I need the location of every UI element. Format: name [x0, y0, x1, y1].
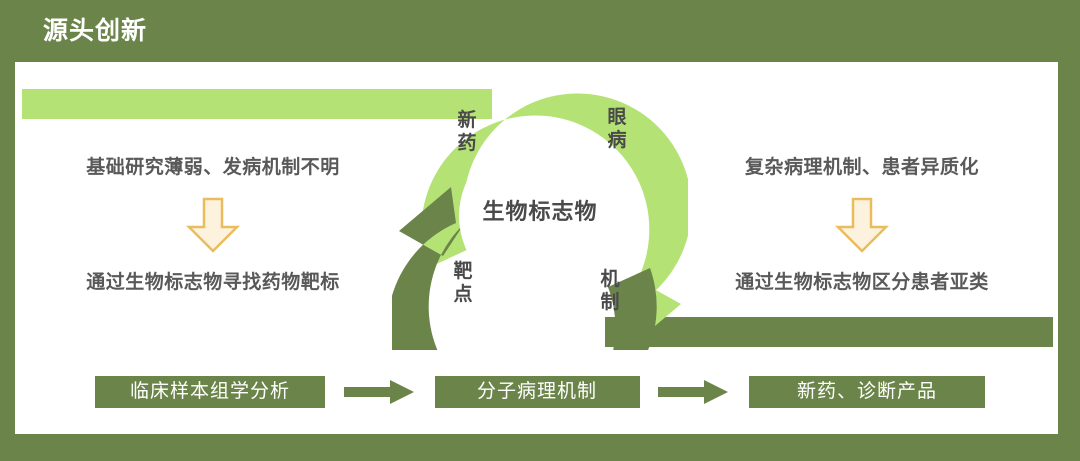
right-problem-text: 复杂病理机制、患者异质化 — [744, 157, 979, 178]
cycle-label-eye-disease: 眼病 — [607, 107, 627, 151]
cycle-diagram: 新药 眼病 靶点 机制 生物标志物 — [392, 82, 688, 350]
pipeline-flow: 临床样本组学分析 分子病理机制 新药、诊断产品 — [95, 375, 985, 409]
cycle-center-label: 生物标志物 — [482, 199, 598, 224]
page-title: 源头创新 — [43, 17, 148, 45]
left-problem-text: 基础研究薄弱、发病机制不明 — [86, 157, 340, 178]
cycle-label-mechanism: 机制 — [600, 269, 620, 313]
pipeline-step-2[interactable]: 分子病理机制 — [434, 376, 640, 408]
light-green-flow-bar — [22, 89, 492, 119]
content-panel: 新药 眼病 靶点 机制 生物标志物 基础研究薄弱、发病机制不明 通过生物标志物寻… — [15, 62, 1058, 434]
cycle-label-target: 靶点 — [453, 261, 473, 305]
cycle-label-new-drug: 新药 — [457, 110, 477, 154]
pipeline-step-3[interactable]: 新药、诊断产品 — [749, 376, 985, 408]
arrow-down-icon — [186, 197, 240, 253]
right-solution-text: 通过生物标志物区分患者亚类 — [735, 272, 989, 293]
arrow-right-icon — [343, 379, 416, 405]
left-column: 基础研究薄弱、发病机制不明 通过生物标志物寻找药物靶标 — [43, 152, 383, 294]
dark-green-flow-bar — [605, 317, 1053, 347]
cycle-center-disc — [459, 135, 621, 297]
right-column: 复杂病理机制、患者异质化 通过生物标志物区分患者亚类 — [687, 152, 1037, 294]
left-solution-text: 通过生物标志物寻找药物靶标 — [86, 272, 340, 293]
arrow-down-icon — [835, 197, 889, 253]
arrow-right-icon — [658, 379, 730, 405]
dark-green-arc — [392, 187, 657, 350]
pipeline-step-1[interactable]: 临床样本组学分析 — [95, 376, 325, 408]
cycle-diagram-svg — [392, 93, 688, 350]
